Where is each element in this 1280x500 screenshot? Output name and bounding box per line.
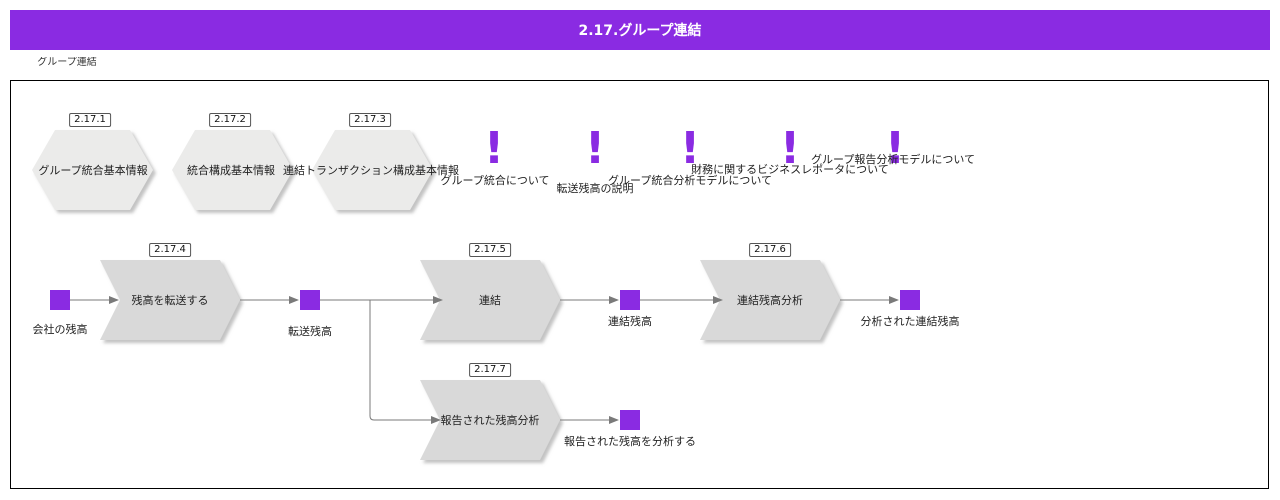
process-label: 連結残高分析 (737, 294, 803, 307)
event-square[interactable] (50, 290, 70, 310)
process-2.17.5[interactable] (420, 260, 560, 340)
process-id-badge: 2.17.6 (749, 243, 791, 257)
hexagon-2.17.1[interactable] (32, 130, 153, 210)
exclamation-icon[interactable]: ! (779, 123, 801, 174)
process-2.17.7[interactable] (420, 380, 560, 460)
hexagon-id-badge: 2.17.2 (209, 113, 251, 127)
process-label: 報告された残高分析 (440, 414, 540, 427)
event-square[interactable] (620, 410, 640, 430)
note-label: グループ統合分析モデルについて (607, 174, 773, 187)
process-id-badge: 2.17.7 (469, 363, 511, 377)
event-label: 報告された残高を分析する (564, 435, 696, 448)
event-label: 転送残高 (288, 325, 332, 338)
exclamation-icon[interactable]: ! (884, 123, 906, 174)
event-square[interactable] (300, 290, 320, 310)
event-square[interactable] (620, 290, 640, 310)
event-square[interactable] (900, 290, 920, 310)
event-label: 分析された連結残高 (860, 315, 960, 328)
event-label: 連結残高 (608, 315, 652, 328)
process-label: 連結 (479, 294, 501, 307)
note-label: グループ統合について (440, 174, 550, 187)
hexagon-2.17.3[interactable] (312, 130, 433, 210)
hexagon-2.17.2[interactable] (172, 130, 293, 210)
hexagon-label: グループ統合基本情報 (38, 164, 148, 177)
process-2.17.4[interactable] (100, 260, 240, 340)
connector (369, 300, 441, 424)
process-label: 残高を転送する (131, 294, 209, 307)
hexagon-id-badge: 2.17.3 (349, 113, 391, 127)
note-label: 転送残高の説明 (556, 182, 634, 195)
process-id-badge: 2.17.4 (149, 243, 191, 257)
note-label: 財務に関するビジネスレポータについて (691, 163, 889, 176)
note-label: グループ報告分析モデルについて (810, 153, 976, 166)
exclamation-icon[interactable]: ! (679, 123, 701, 174)
process-id-badge: 2.17.5 (469, 243, 511, 257)
hexagon-label: 統合構成基本情報 (187, 164, 275, 177)
exclamation-icon[interactable]: ! (483, 123, 505, 174)
hexagon-label: 連結トランザクション構成基本情報 (283, 164, 459, 177)
event-label: 会社の残高 (32, 323, 88, 336)
process-2.17.6[interactable] (700, 260, 840, 340)
hexagon-id-badge: 2.17.1 (69, 113, 111, 127)
exclamation-icon[interactable]: ! (584, 123, 606, 174)
pool-label: グループ連結 (37, 57, 97, 68)
page-title: 2.17.グループ連結 (10, 10, 1270, 50)
diagram-frame (10, 80, 1269, 489)
